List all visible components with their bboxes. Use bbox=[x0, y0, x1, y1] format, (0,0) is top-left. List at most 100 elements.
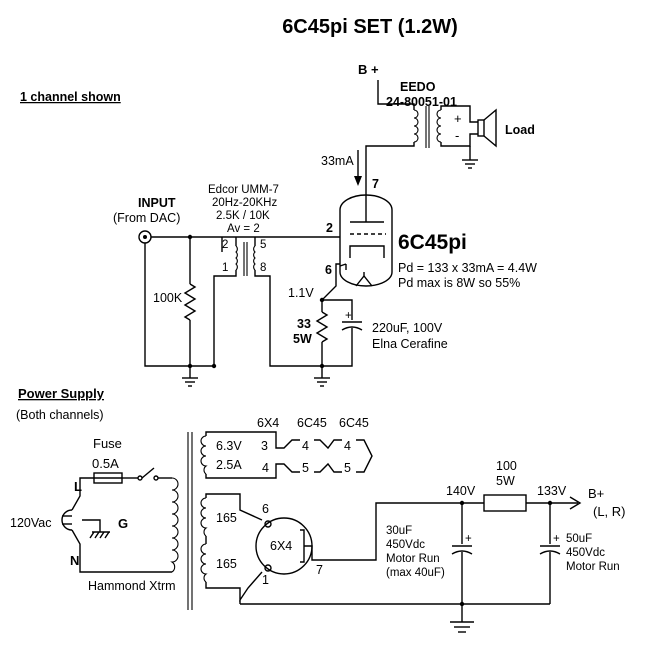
output-transformer-secondary bbox=[436, 109, 442, 143]
input-label: INPUT bbox=[138, 196, 176, 210]
pin-4c: 4 bbox=[344, 439, 351, 453]
cathode-resistor bbox=[315, 311, 329, 343]
tube-cathode-pin: 6 bbox=[325, 263, 332, 277]
cathode-cap-value: 220uF, 100V bbox=[372, 321, 443, 335]
node-140v: 140V bbox=[446, 484, 476, 498]
fuse-label: Fuse bbox=[93, 436, 122, 451]
tube-grid-pin: 2 bbox=[326, 221, 333, 235]
xfmr-name: Edcor UMM-7 bbox=[208, 184, 279, 196]
plate-pin-label: 7 bbox=[372, 177, 379, 191]
pin-3: 3 bbox=[261, 439, 268, 453]
b-plus-label: B+ bbox=[588, 486, 604, 501]
cap2-value: 50uF bbox=[566, 533, 592, 545]
plus-mark: + bbox=[454, 111, 462, 126]
output-transformer-primary bbox=[413, 109, 419, 143]
cathode-resistor-watt: 5W bbox=[293, 332, 312, 346]
cap1-value: 30uF bbox=[386, 525, 412, 537]
filter-resistor-value: 100 bbox=[496, 459, 517, 473]
xfmr-pin-1: 1 bbox=[222, 262, 228, 274]
cathode-network: + 1.1V 33 5W 220uF, 100V Elna Cerafine bbox=[288, 263, 448, 387]
output-stage: B + EEDO 24-80051-01 + - Load bbox=[321, 62, 535, 200]
cathode-capacitor bbox=[341, 321, 363, 331]
rectifier-6x4: 6X4 6 1 7 bbox=[255, 502, 462, 587]
tube-name: 6C45pi bbox=[398, 231, 467, 254]
load-label: Load bbox=[505, 123, 535, 137]
hv-winding-2-label: 165 bbox=[216, 557, 237, 571]
cathode-resistor-value: 33 bbox=[297, 317, 311, 331]
mains-plug-icon bbox=[61, 509, 73, 531]
cap1-type: Motor Run bbox=[386, 553, 440, 565]
triode-tube bbox=[339, 194, 393, 287]
socket-6c45-a-label: 6C45 bbox=[297, 416, 327, 430]
tube-pd: Pd = 133 x 33mA = 4.4W bbox=[398, 261, 537, 275]
rectifier-pin-1: 1 bbox=[262, 573, 269, 587]
power-supply-note: (Both channels) bbox=[16, 408, 104, 422]
fuse-rating: 0.5A bbox=[92, 456, 119, 471]
input-section: INPUT (From DAC) 100K Edcor UMM-7 20Hz-2… bbox=[113, 184, 340, 387]
xfmr-gain: Av = 2 bbox=[227, 223, 260, 235]
minus-mark: - bbox=[455, 128, 459, 143]
cathode-voltage: 1.1V bbox=[288, 286, 314, 300]
input-xfmr-primary bbox=[235, 245, 238, 271]
line-label: L bbox=[74, 479, 82, 494]
heater-current: 2.5A bbox=[216, 458, 242, 472]
rectifier-pin-7: 7 bbox=[316, 563, 323, 577]
xfmr-pin-8: 8 bbox=[260, 262, 266, 274]
input-source-label: (From DAC) bbox=[113, 211, 180, 225]
hv-winding-1-label: 165 bbox=[216, 511, 237, 525]
filter-resistor bbox=[483, 494, 527, 512]
channel-note: 1 channel shown bbox=[20, 90, 121, 104]
cathode-cap-type: Elna Cerafine bbox=[372, 337, 448, 351]
filter-cap-2-plus: + bbox=[553, 533, 560, 545]
transformer-name: Hammond Xtrm bbox=[88, 579, 176, 593]
chassis-ground-icon bbox=[89, 531, 110, 539]
ground-icon bbox=[462, 159, 478, 169]
plate-current-label: 33mA bbox=[321, 154, 354, 168]
heater-winding: 6.3V 2.5A 6X4 6C45 6C45 3 4 4 5 4 5 bbox=[200, 416, 373, 479]
rectifier-label: 6X4 bbox=[270, 539, 292, 553]
b-plus-top-label: B + bbox=[358, 62, 379, 77]
eedo-part-label: 24-80051-01 bbox=[386, 95, 457, 109]
ground-icon bbox=[182, 377, 198, 387]
xfmr-pin-5: 5 bbox=[260, 239, 266, 251]
eedo-brand-label: EEDO bbox=[400, 80, 436, 94]
diagram-title: 6C45pi SET (1.2W) bbox=[282, 16, 458, 38]
pin-4a: 4 bbox=[262, 461, 269, 475]
socket-6c45-b-label: 6C45 bbox=[339, 416, 369, 430]
input-resistor-label: 100K bbox=[153, 291, 183, 305]
mains-input: Fuse 0.5A L 120Vac G N Hammond Xtrm bbox=[10, 432, 193, 610]
power-xfmr-primary bbox=[170, 477, 179, 573]
input-xfmr-secondary bbox=[253, 245, 256, 271]
tube-pd-max: Pd max is 8W so 55% bbox=[398, 276, 520, 290]
filter-resistor-watt: 5W bbox=[496, 474, 515, 488]
cap1-max: (max 40uF) bbox=[386, 567, 445, 579]
ground-icon bbox=[314, 377, 330, 387]
node-133v: 133V bbox=[537, 484, 567, 498]
cap1-voltage: 450Vdc bbox=[386, 539, 425, 551]
heater-voltage: 6.3V bbox=[216, 439, 242, 453]
speaker-icon bbox=[477, 108, 497, 148]
filter-cap-1-plus: + bbox=[465, 533, 472, 545]
pin-4b: 4 bbox=[302, 439, 309, 453]
cathode-electrode bbox=[349, 245, 385, 258]
mains-voltage: 120Vac bbox=[10, 516, 51, 530]
cap2-type: Motor Run bbox=[566, 561, 620, 573]
cathode-cap-plus: + bbox=[345, 310, 352, 322]
b-plus-channels: (L, R) bbox=[593, 504, 626, 519]
input-jack-icon bbox=[138, 230, 152, 244]
xfmr-ratio: 2.5K / 10K bbox=[216, 210, 270, 222]
rectifier-pin-6: 6 bbox=[262, 502, 269, 516]
pin-5b: 5 bbox=[344, 461, 351, 475]
xfmr-freq: 20Hz-20KHz bbox=[212, 197, 277, 209]
ground-letter: G bbox=[118, 516, 128, 531]
cap2-voltage: 450Vdc bbox=[566, 547, 605, 559]
filter-section: 140V 100 5W 133V B+ (L, R) + 30uF 450Vdc… bbox=[239, 459, 626, 633]
neutral-label: N bbox=[70, 553, 79, 568]
input-resistor-100k bbox=[183, 283, 197, 321]
socket-6x4-label: 6X4 bbox=[257, 416, 279, 430]
ground-icon bbox=[450, 621, 474, 633]
power-supply-title: Power Supply bbox=[18, 386, 105, 401]
hv-windings: 165 165 bbox=[200, 493, 263, 603]
pin-5a: 5 bbox=[302, 461, 309, 475]
